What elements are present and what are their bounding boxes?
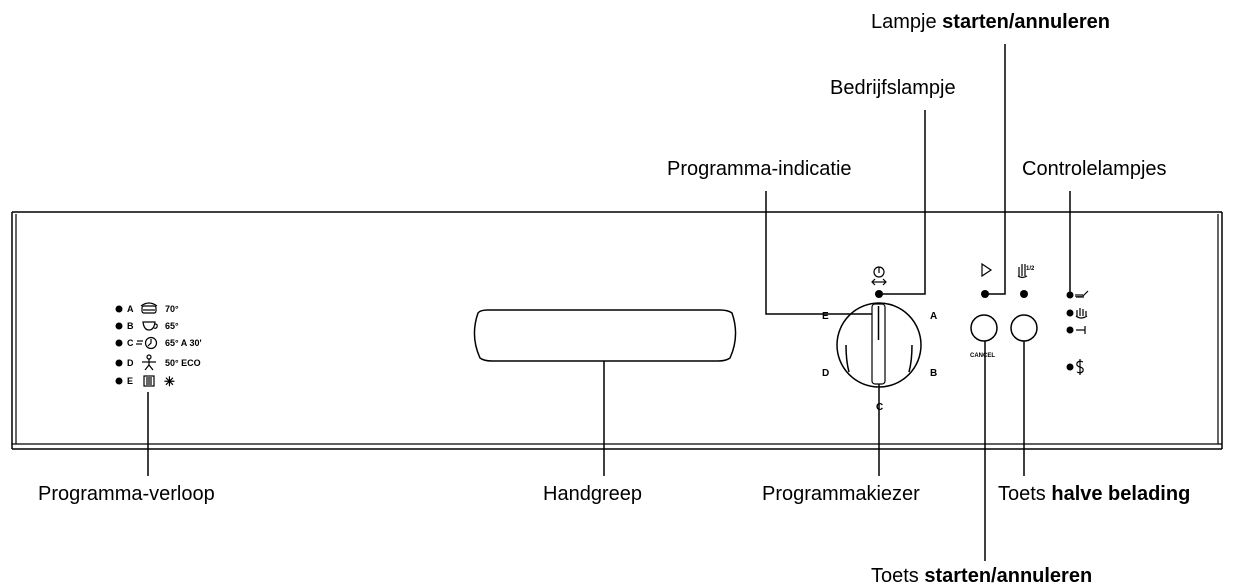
program-indicator-dot	[115, 322, 123, 330]
program-sequence-list: A 70° B 65° C	[115, 302, 202, 389]
program-letter: B	[127, 321, 134, 331]
callout-programma-verloop: Programma-verloop	[38, 483, 215, 505]
half-load-icon: 1/2	[1017, 264, 1035, 279]
leader-lines	[147, 44, 1071, 561]
callout-lampje-starten-annuleren: Lampje starten/annuleren	[871, 11, 1110, 33]
eco-figure-icon	[142, 354, 156, 371]
control-lamps	[1066, 290, 1089, 375]
callout-programma-indicatie: Programma-indicatie	[667, 158, 852, 180]
callout-toets-halve-belading: Toets halve belading	[998, 483, 1190, 505]
callout-programmakiezer: Programmakiezer	[762, 483, 920, 505]
cancel-label: CANCEL	[970, 353, 995, 359]
pot-icon	[140, 302, 158, 314]
program-value: 50° ECO	[165, 358, 201, 368]
dial-label-a: A	[930, 311, 937, 322]
quick-clock-icon	[136, 336, 158, 350]
program-row: A 70°	[115, 302, 179, 314]
program-value: ✳	[164, 374, 175, 389]
door-handle[interactable]	[473, 309, 737, 362]
callout-handgreep: Handgreep	[543, 483, 642, 505]
cup-icon	[142, 321, 158, 331]
start-icon	[981, 262, 993, 278]
indicator-dot	[1066, 309, 1074, 317]
half-load-lamp	[1020, 290, 1028, 298]
program-indicator-dot	[115, 305, 123, 313]
callout-controlelampjes: Controlelampjes	[1022, 158, 1167, 180]
rinse-icon	[143, 375, 155, 387]
salt-icon	[1076, 359, 1084, 375]
program-row: B 65°	[115, 321, 179, 331]
program-row: C 65° A 30'	[115, 336, 202, 350]
dial-label-b: B	[930, 368, 937, 379]
operating-lamp	[875, 290, 883, 298]
control-panel	[11, 211, 1223, 450]
program-row: E ✳	[115, 374, 175, 389]
program-row: D 50° ECO	[115, 354, 201, 371]
program-value: 65°	[165, 321, 179, 331]
dial-label-d: D	[822, 368, 829, 379]
rinse-aid-icon	[1075, 290, 1089, 298]
program-letter: A	[127, 304, 134, 314]
dial-label-e: E	[822, 311, 829, 322]
program-indicator-dot	[115, 377, 123, 385]
power-icon	[871, 266, 887, 286]
callout-bedrijfslampje: Bedrijfslampje	[830, 77, 956, 99]
start-cancel-button[interactable]	[970, 314, 998, 342]
tap-icon	[1076, 326, 1086, 334]
svg-text:1/2: 1/2	[1026, 266, 1035, 272]
program-letter: C	[127, 338, 134, 348]
half-load-button[interactable]	[1010, 314, 1038, 342]
program-letter: E	[127, 376, 133, 386]
indicator-dot	[1066, 363, 1074, 371]
hand-icon	[1075, 308, 1088, 319]
callout-toets-starten-annuleren: Toets starten/annuleren	[871, 565, 1092, 585]
program-indicator-dot	[115, 339, 123, 347]
program-indicator-dot	[115, 359, 123, 367]
program-value: 70°	[165, 304, 179, 314]
program-letter: D	[127, 358, 134, 368]
indicator-dot	[1066, 326, 1074, 334]
program-value: 65° A 30'	[165, 338, 202, 348]
